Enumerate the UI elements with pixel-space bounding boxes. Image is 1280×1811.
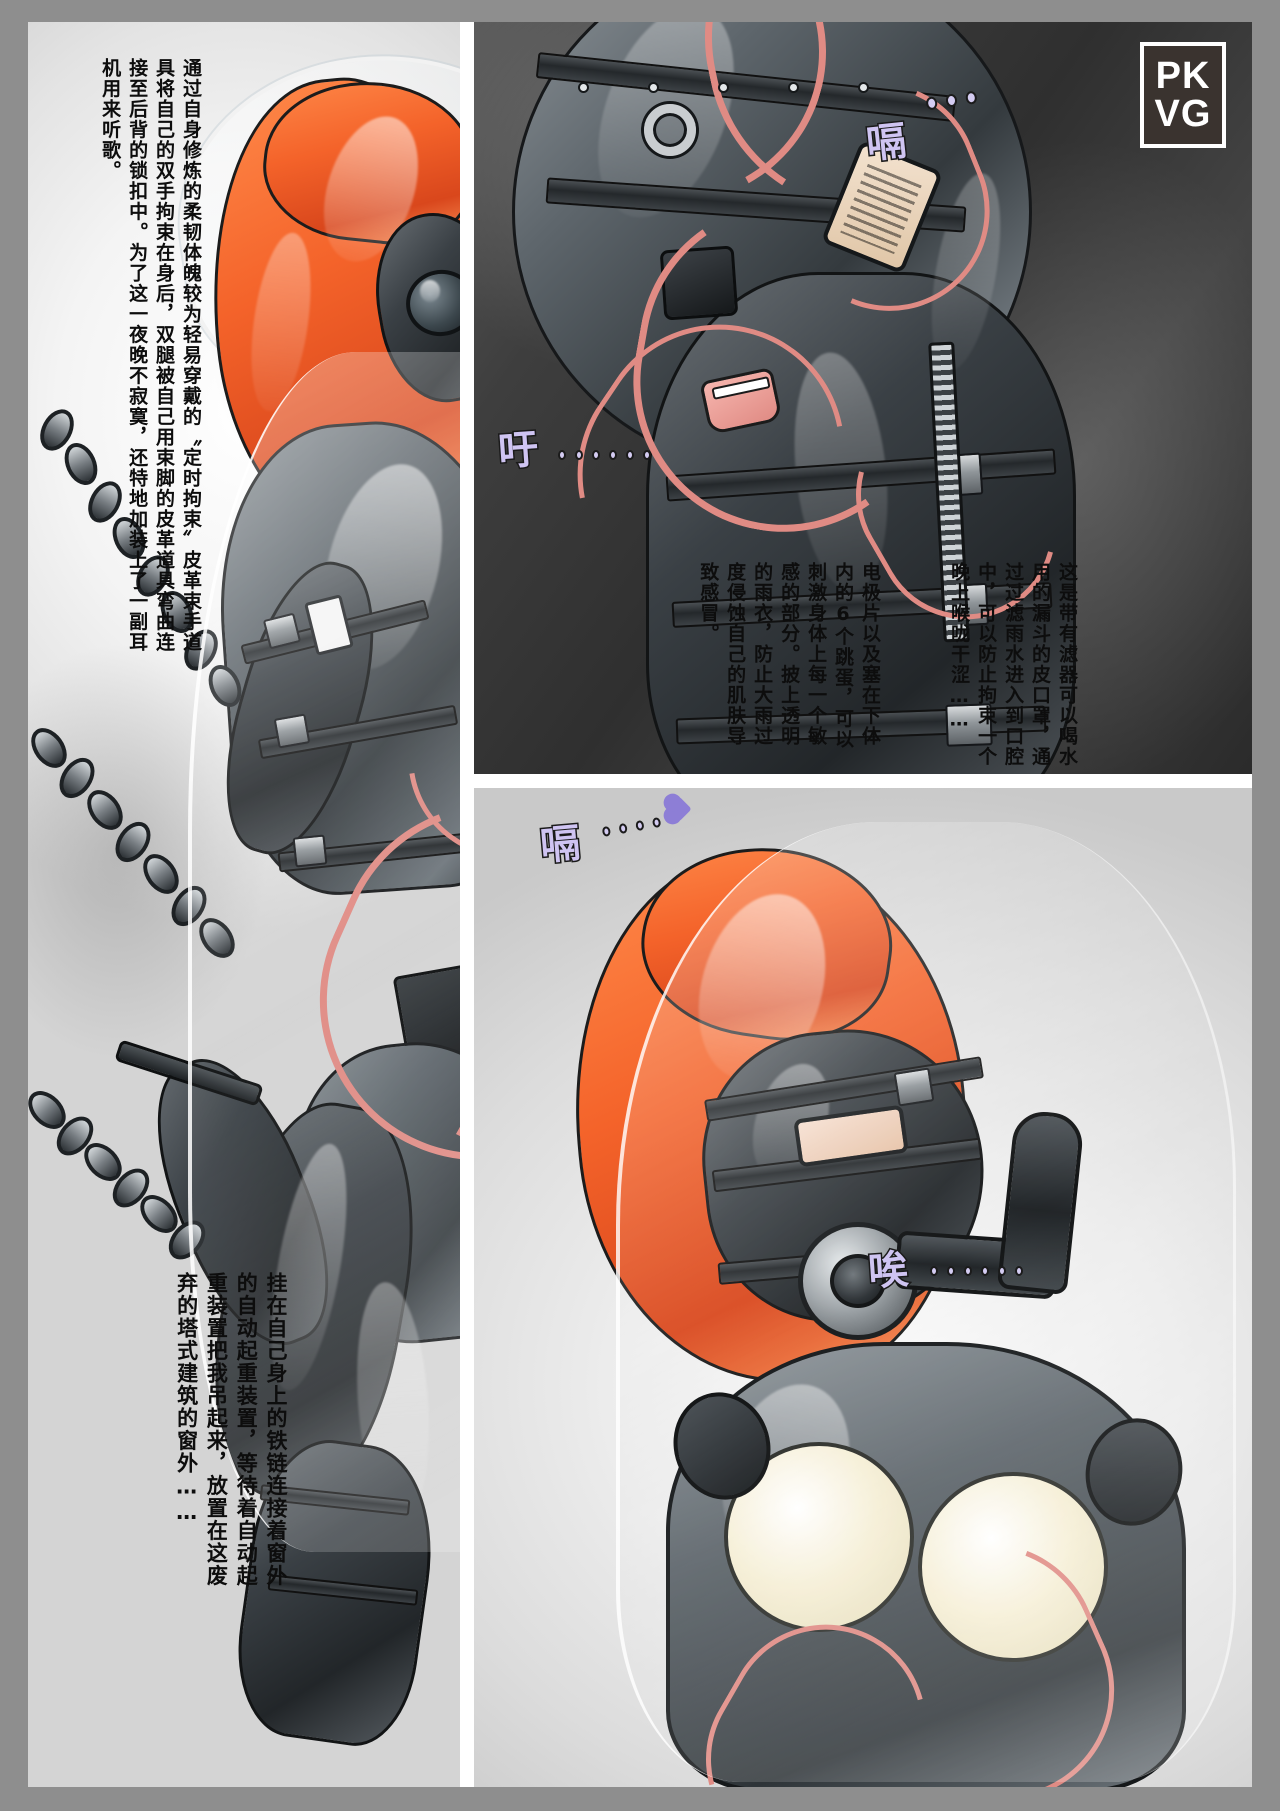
artwork-frame: 通过自身修炼的柔韧体魄较为轻易穿戴的〝定时拘束〞皮革束手道具将自己的双手拘束在身… — [28, 22, 1252, 1787]
sfx-mid-left: 吁 — [495, 425, 543, 477]
narration-far-right: 这是带有滤器可以喝水用的漏斗的皮口罩，通过过滤雨水进入到口腔中，可以防止拘束一个… — [948, 562, 1078, 767]
gutter-horizontal — [466, 774, 1252, 788]
logo-line-1: PK — [1155, 55, 1211, 97]
gutter-vertical — [460, 22, 474, 1787]
o-ring — [644, 104, 696, 156]
pkvg-logo: PK VG — [1140, 42, 1226, 148]
mask-buckle — [893, 1067, 935, 1107]
sfx-bottom-center-dots — [930, 1266, 1023, 1276]
sfx-top-right: 嗝 — [863, 116, 913, 169]
sfx-bottom-center: 唉 — [865, 1245, 913, 1297]
goggle-glare — [420, 280, 440, 302]
sfx-mid-center: 嗝 — [537, 819, 586, 871]
panel-top-right-torso — [466, 22, 1252, 782]
narration-mid-right: 电极片以及塞在下体内的6个跳蛋，可以刺激身体上每一个敏感的部分。披上透明的雨衣，… — [697, 562, 881, 750]
narration-bottom-left: 挂在自己身上的铁链连接着窗外的自动起重装置，等待着自动起重装置把我吊起来，放置在… — [174, 1272, 288, 1587]
sfx-mid-left-dots — [558, 450, 651, 460]
rivet-row — [558, 82, 938, 96]
panel-bottom-right-mask — [466, 782, 1252, 1787]
latex-lower-body — [646, 272, 1076, 782]
mouth-port-inner — [830, 1254, 886, 1308]
chain-left-diagonal — [28, 721, 328, 1142]
logo-line-2: VG — [1154, 93, 1212, 135]
bust-right — [918, 1472, 1108, 1662]
narration-top-left: 通过自身修炼的柔韧体魄较为轻易穿戴的〝定时拘束〞皮革束手道具将自己的双手拘束在身… — [99, 58, 202, 653]
